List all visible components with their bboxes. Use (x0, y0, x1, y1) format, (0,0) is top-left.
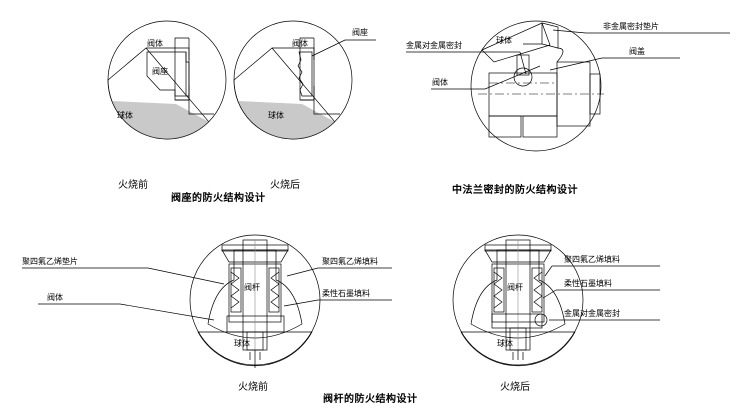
graphite-packing-label-right: 柔性石墨填料 (564, 279, 612, 288)
bonnet-label: 阀盖 (629, 47, 645, 56)
seat-before-ball-label: 球体 (117, 111, 133, 120)
stem-state-after-caption: 火烧后 (500, 382, 530, 393)
flange-ball-label: 球体 (496, 36, 512, 45)
seat-before-valve-seat-label: 阀座 (152, 67, 168, 76)
metal-to-metal-seal-label-right: 金属对金属密封 (564, 309, 620, 318)
seat-before-fire-figure (107, 20, 227, 140)
graphite-packing-label-left: 柔性石墨填料 (322, 289, 370, 298)
seat-state-after-caption: 火烧后 (270, 180, 300, 191)
seat-after-seat-callout-label: 阀座 (352, 28, 368, 37)
stem-label-left: 阀杆 (244, 283, 260, 292)
non-metallic-gasket-label: 非金属密封垫片 (603, 22, 659, 31)
stem-panel-caption: 阀杆的防火结构设计 (323, 394, 418, 405)
stem-after-fire-figure (452, 234, 660, 367)
stem-label-right: 阀杆 (507, 283, 523, 292)
seat-state-before-caption: 火烧前 (118, 180, 148, 191)
ptfe-packing-label-right: 聚四氟乙烯填料 (564, 255, 620, 264)
ball-segment (481, 22, 551, 63)
leader-ptfe-gasket (22, 267, 225, 285)
seat-before-valve-body-label: 阀体 (147, 39, 163, 48)
middle-flange-circle (470, 20, 602, 152)
metal-to-metal-seal-label: 金属对金属密封 (406, 41, 462, 50)
flange-valve-body-label: 阀体 (432, 78, 448, 87)
leader-stem-valve-body (38, 303, 215, 321)
leader-bonnet (549, 57, 680, 71)
seat-panel-caption: 阀座的防火结构设计 (171, 193, 266, 204)
leader-ptfe-packing-left (286, 267, 319, 277)
panel-middle-flange: 金属对金属密封 阀体 球体 非金属密封垫片 阀盖 中法兰密封的防火结构设计 (390, 0, 741, 210)
seat-after-fire-figure (233, 20, 376, 140)
stem-state-before-caption: 火烧前 (238, 382, 268, 393)
seat-diagram-svg (107, 20, 376, 140)
leader-graphite-packing-left (283, 299, 319, 307)
middle-flange-diagram-svg (406, 20, 730, 152)
panel-valve-seat: 阀体 阀座 球体 阀体 球体 阀座 火烧前 火烧后 阀座的防火结构设计 (0, 0, 390, 210)
leader-valve-body (431, 65, 541, 90)
middle-flange-panel-caption: 中法兰密封的防火结构设计 (452, 185, 578, 196)
ptfe-gasket-label: 聚四氟乙烯垫片 (22, 257, 78, 266)
ptfe-packing-label-left: 聚四氟乙烯填料 (322, 257, 378, 266)
flange-body-section (478, 22, 604, 138)
stem-before-fire-figure (22, 234, 392, 368)
seat-after-valve-body-label: 阀体 (292, 39, 308, 48)
panel-valve-stem: 聚四氟乙烯垫片 阀体 聚四氟乙烯填料 柔性石墨填料 阀杆 球体 聚四氟乙烯填料 … (0, 228, 741, 416)
stem-ball-label-left: 球体 (234, 339, 250, 348)
stem-ball-label-right: 球体 (497, 339, 513, 348)
stem-valve-body-label: 阀体 (47, 293, 63, 302)
stem-diagram-svg (22, 234, 660, 368)
seat-after-ball-label: 球体 (268, 111, 284, 120)
